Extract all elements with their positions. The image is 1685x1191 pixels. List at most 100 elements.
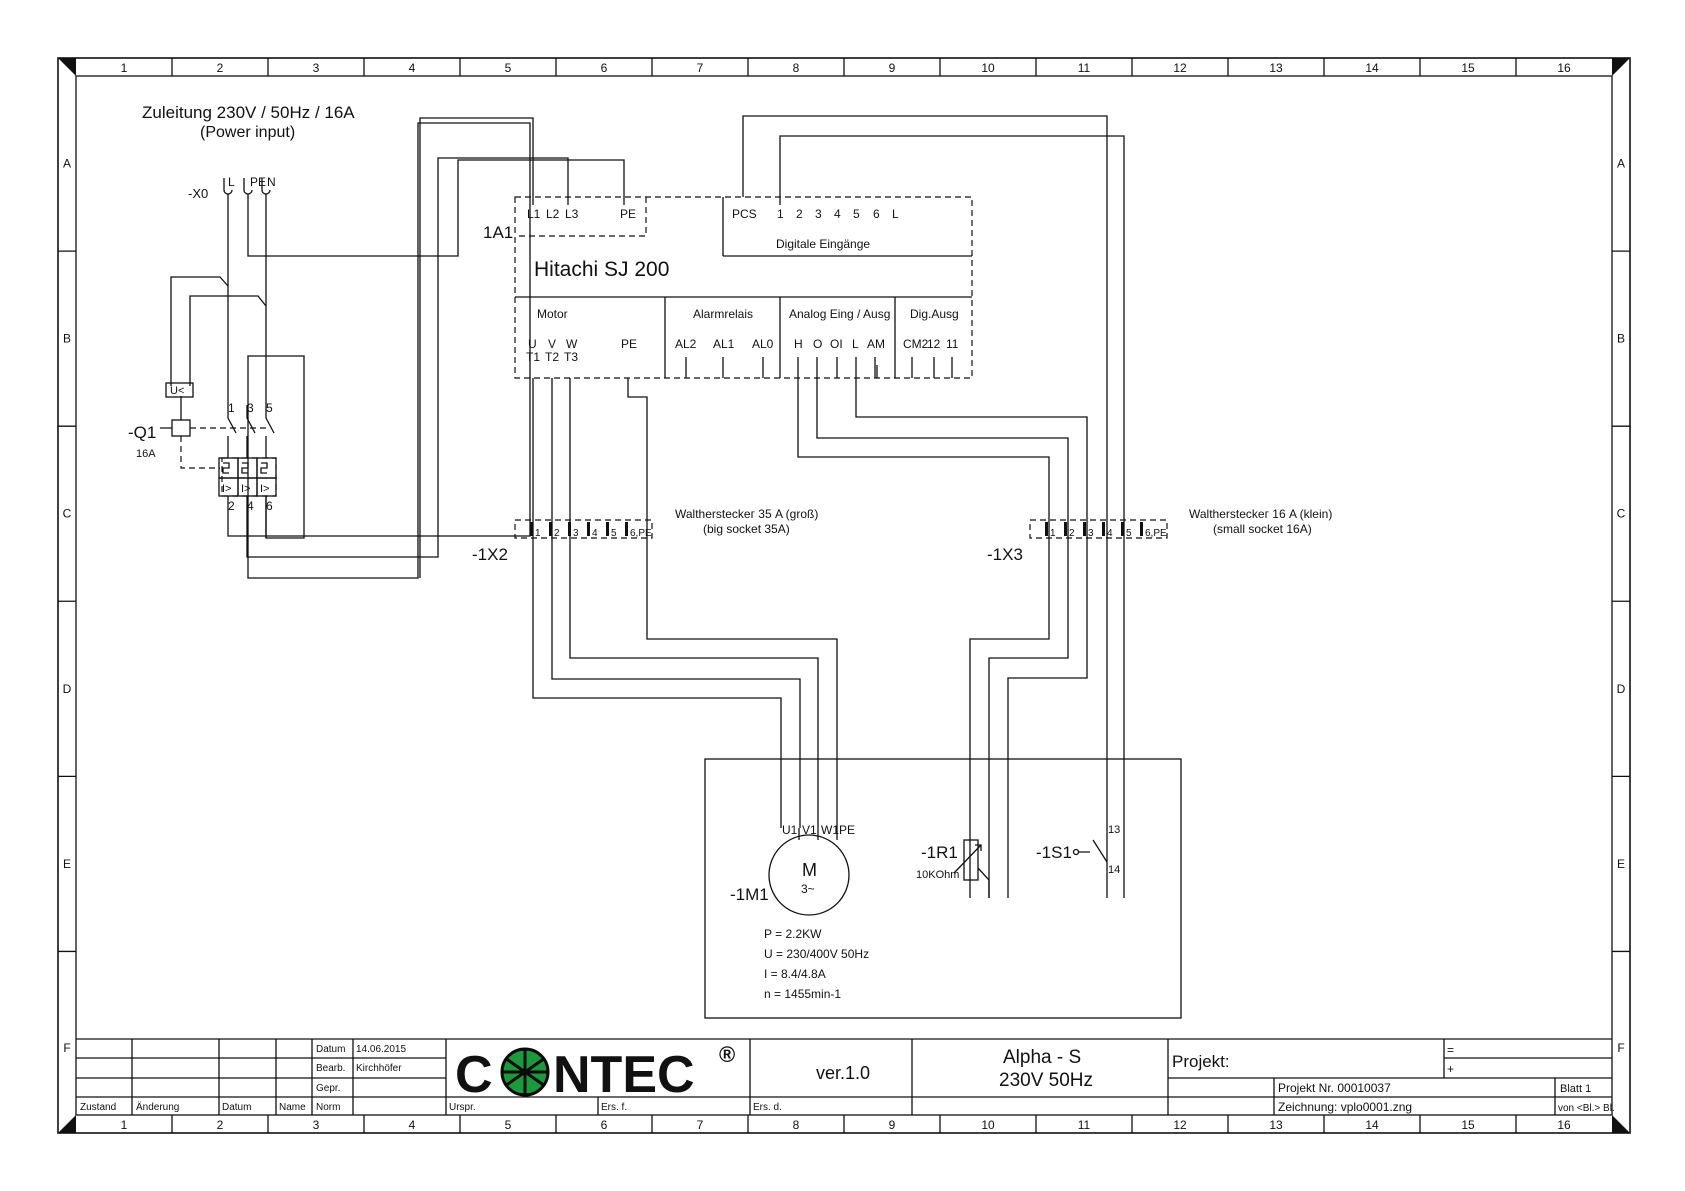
row-label-left: E xyxy=(63,857,71,871)
connector-small-title: Walthersteckег 16 A (klein) xyxy=(1189,507,1332,521)
connector-small-pin-label: 4 xyxy=(1107,528,1113,539)
digital-inputs-label: Digitale Eingänge xyxy=(776,237,870,251)
col-label-bottom: 6 xyxy=(601,1118,608,1132)
term-11: 11 xyxy=(946,337,959,351)
tb-projekt-nr: Projekt Nr. 00010037 xyxy=(1278,1081,1391,1095)
contec-logo: C NTEC ® xyxy=(455,1042,735,1104)
col-label-top: 8 xyxy=(793,61,800,75)
motor-term-w1: W1 xyxy=(821,823,839,837)
pot-tag: -1R1 xyxy=(921,843,958,862)
term-al1: AL1 xyxy=(713,337,735,351)
tb-datum-label: Datum xyxy=(316,1044,345,1055)
column-grid: 1122334455667788991010111112121313141415… xyxy=(121,58,1571,1133)
motor-section-label: Motor xyxy=(537,307,568,321)
col-label-bottom: 4 xyxy=(409,1118,416,1132)
term-12: 12 xyxy=(927,337,941,351)
logo-c: C xyxy=(455,1046,493,1104)
term-pe: PE xyxy=(620,207,636,221)
tb-datum: 14.06.2015 xyxy=(356,1044,406,1055)
breaker-pole-3: 3 xyxy=(247,401,254,415)
col-label-bottom: 3 xyxy=(313,1118,320,1132)
col-label-bottom: 1 xyxy=(121,1118,128,1132)
connector-big-pin-mark xyxy=(606,522,609,536)
tb-eq: = xyxy=(1447,1043,1454,1057)
col-label-bottom: 2 xyxy=(217,1118,224,1132)
control-cables xyxy=(797,378,1088,898)
connector-big: -1X2 Walthersteckег 35 A (groß) (big soc… xyxy=(472,507,818,564)
connector-small-pin-mark xyxy=(1045,522,1048,536)
digital-input-terminal: 4 xyxy=(834,207,841,221)
col-label-bottom: 16 xyxy=(1557,1118,1571,1132)
switch-1s1: -1S1 13 14 xyxy=(1036,824,1120,876)
motor-term-pe: PE xyxy=(839,823,855,837)
col-label-bottom: 13 xyxy=(1269,1118,1283,1132)
potentiometer-1r1: -1R1 10KOhm xyxy=(916,839,990,898)
breaker-tag: -Q1 xyxy=(128,423,156,442)
col-label-top: 16 xyxy=(1557,61,1571,75)
supply-terminal-pe: PE xyxy=(250,175,266,189)
motor-term-u1: U1 xyxy=(782,823,798,837)
undervoltage-label: U< xyxy=(170,385,184,397)
tb-zeichnung: Zeichnung: vplo0001.zng xyxy=(1278,1100,1412,1114)
motor-symbol: M xyxy=(802,860,817,880)
connector-big-subtitle: (big socket 35A) xyxy=(703,522,790,536)
col-label-top: 7 xyxy=(697,61,704,75)
breaker-rating: 16A xyxy=(136,448,156,460)
trip-1: I> xyxy=(222,483,231,495)
connector-big-pin-mark xyxy=(625,522,628,536)
term-am: AM xyxy=(867,337,885,351)
pot-value: 10KOhm xyxy=(916,869,959,881)
connector-small-pin-label: 1 xyxy=(1050,528,1056,539)
supply-title: Zuleitung 230V / 50Hz / 16A xyxy=(142,103,355,122)
col-label-bottom: 7 xyxy=(697,1118,704,1132)
col-label-top: 11 xyxy=(1078,61,1091,75)
connector-small-tag: -1X3 xyxy=(987,545,1023,564)
connector-small-subtitle: (small socket 16A) xyxy=(1213,522,1312,536)
switch-pin-13: 13 xyxy=(1108,824,1120,836)
field-enclosure xyxy=(704,758,1182,1019)
col-label-top: 3 xyxy=(313,61,320,75)
alarm-section-label: Alarmrelais xyxy=(693,307,753,321)
connector-big-pin-label: 4 xyxy=(592,528,598,539)
motor-cables xyxy=(532,378,838,828)
supply-tag: -X0 xyxy=(188,186,208,201)
tb-ersd-label: Ers. d. xyxy=(753,1102,782,1113)
col-label-top: 5 xyxy=(505,61,512,75)
term-cm2: CM2 xyxy=(903,337,929,351)
col-label-top: 14 xyxy=(1365,61,1379,75)
term-t1: T1 xyxy=(526,350,540,364)
row-label-left: D xyxy=(63,682,72,696)
col-label-bottom: 14 xyxy=(1365,1118,1379,1132)
trip-2: I> xyxy=(241,483,250,495)
motor-1m1: M 3~ -1M1 U1 V1 W1 PE P = 2.2KW U = 230/… xyxy=(730,823,869,1001)
term-t3: T3 xyxy=(564,350,578,364)
col-label-top: 13 xyxy=(1269,61,1283,75)
digital-input-terminal: 6 xyxy=(873,207,880,221)
term-al0: AL0 xyxy=(752,337,774,351)
connector-big-pin-label: 5 xyxy=(611,528,617,539)
col-label-bottom: 9 xyxy=(889,1118,896,1132)
col-label-bottom: 11 xyxy=(1078,1118,1091,1132)
breaker-pole-1: 1 xyxy=(228,401,235,415)
col-label-bottom: 15 xyxy=(1461,1118,1475,1132)
tb-ersf-label: Ers. f. xyxy=(601,1102,627,1113)
row-label-right: E xyxy=(1617,857,1625,871)
breaker-pole-5: 5 xyxy=(266,401,273,415)
tb-von: von <Bl.> Bl. xyxy=(1558,1103,1615,1114)
term-o: O xyxy=(813,337,822,351)
term-l3: L3 xyxy=(565,207,579,221)
digital-input-terminal: 2 xyxy=(796,207,803,221)
digital-input-terminal: 3 xyxy=(815,207,822,221)
tb-urspr-label: Urspr. xyxy=(449,1102,476,1113)
col-label-top: 10 xyxy=(981,61,995,75)
motor-spec-speed: n = 1455min-1 xyxy=(764,987,841,1001)
tb-version: ver.1.0 xyxy=(816,1063,870,1083)
col-label-bottom: 10 xyxy=(981,1118,995,1132)
col-label-top: 6 xyxy=(601,61,608,75)
breaker-pole-2: 2 xyxy=(228,499,235,513)
connector-big-pin-mark xyxy=(549,522,552,536)
tb-product: Alpha - S xyxy=(1003,1047,1081,1068)
